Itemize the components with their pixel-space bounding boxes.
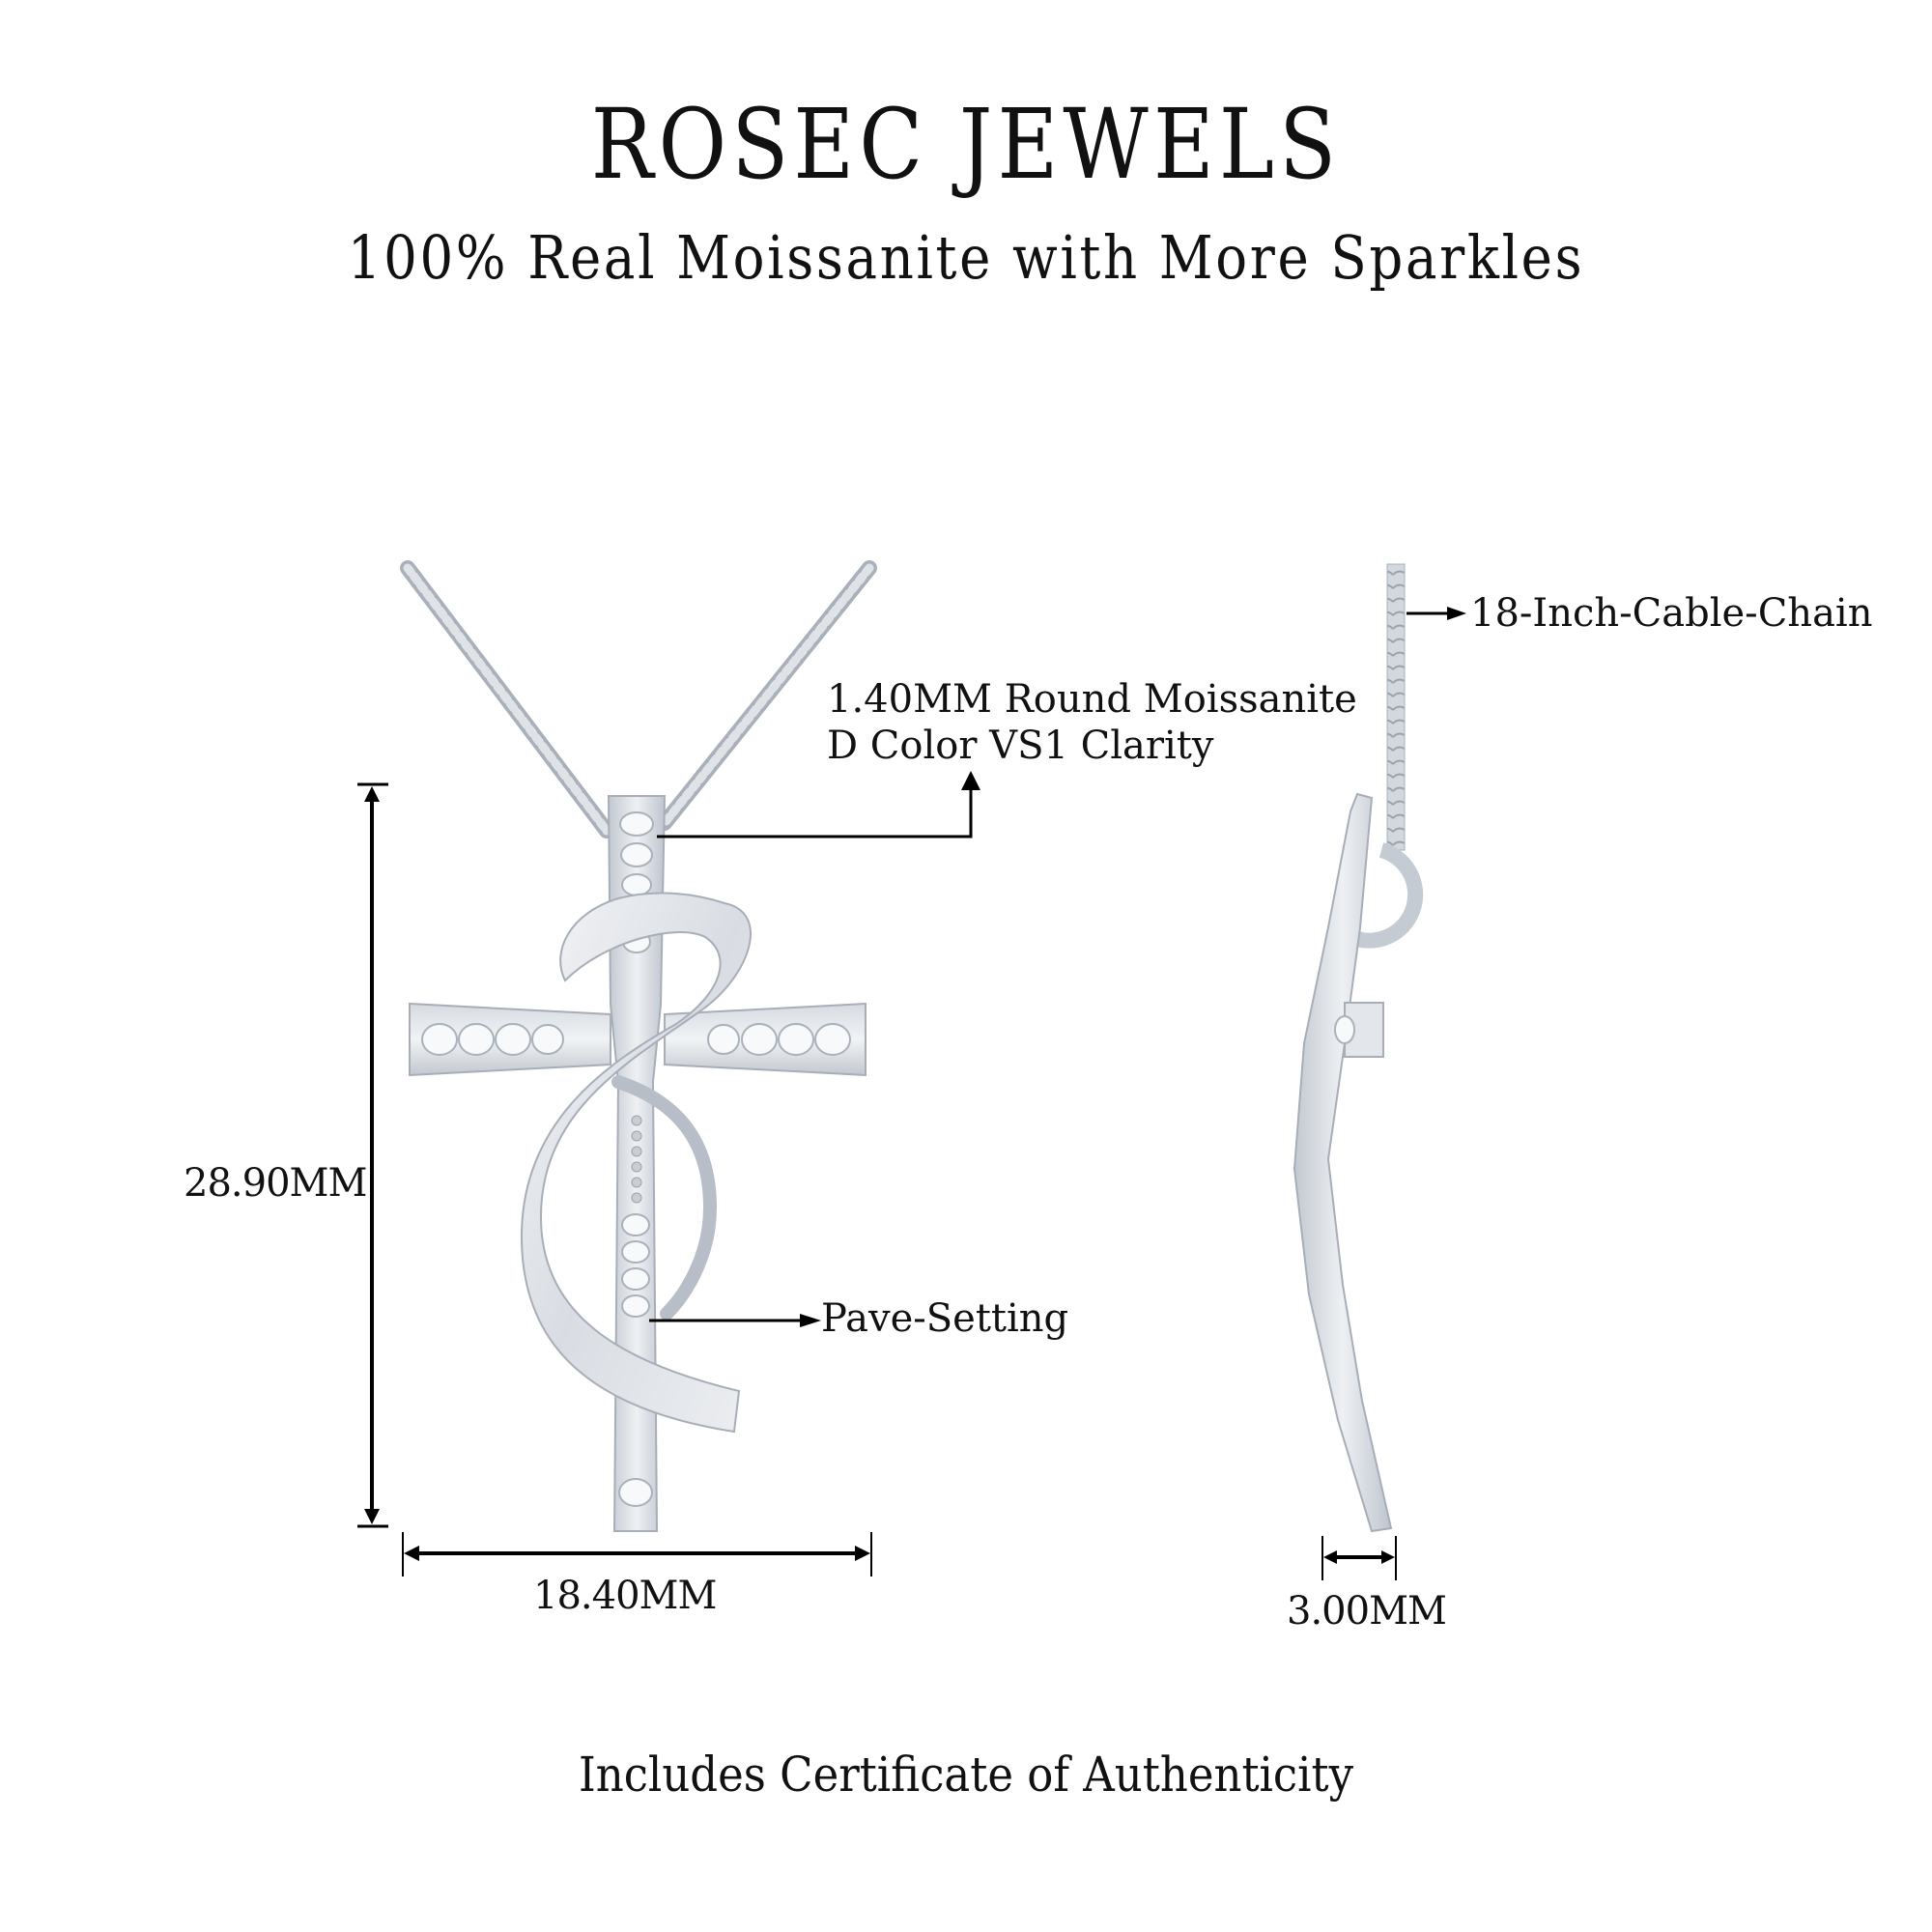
depth-dimension-line [1321, 1536, 1397, 1580]
infinity-ribbon [520, 892, 752, 1434]
front-chain [400, 560, 877, 838]
stone-row-right [707, 1023, 851, 1056]
certificate-note: Includes Certificate of Authenticity [578, 1747, 1354, 1803]
height-dimension-label: 28.90MM [184, 1161, 367, 1206]
stone-spec-label: 1.40MM Round Moissanite D Color VS1 Clar… [827, 676, 1357, 769]
pave-callout-arrow [649, 1314, 821, 1327]
side-chain [1386, 563, 1406, 851]
stone-spec-line-2: D Color VS1 Clarity [827, 724, 1214, 768]
cross-front-view [409, 795, 867, 1532]
chain-callout-arrow [1406, 607, 1466, 620]
brand-title: ROSEC JEWELS [590, 88, 1342, 201]
stone-row-lower [618, 1213, 653, 1507]
width-dimension-line [402, 1532, 872, 1577]
stone-row-left [421, 1023, 564, 1056]
cross-side-view [1293, 792, 1424, 1533]
stone-callout-arrow [657, 771, 980, 838]
stone-spec-line-1: 1.40MM Round Moissanite [827, 677, 1357, 722]
chain-label: 18-Inch-Cable-Chain [1470, 591, 1873, 636]
width-dimension-label: 18.40MM [533, 1574, 717, 1618]
depth-dimension-label: 3.00MM [1287, 1589, 1447, 1634]
height-dimension-line [357, 782, 388, 1528]
setting-label: Pave-Setting [821, 1296, 1069, 1341]
brand-subtitle: 100% Real Moissanite with More Sparkles [347, 222, 1585, 293]
